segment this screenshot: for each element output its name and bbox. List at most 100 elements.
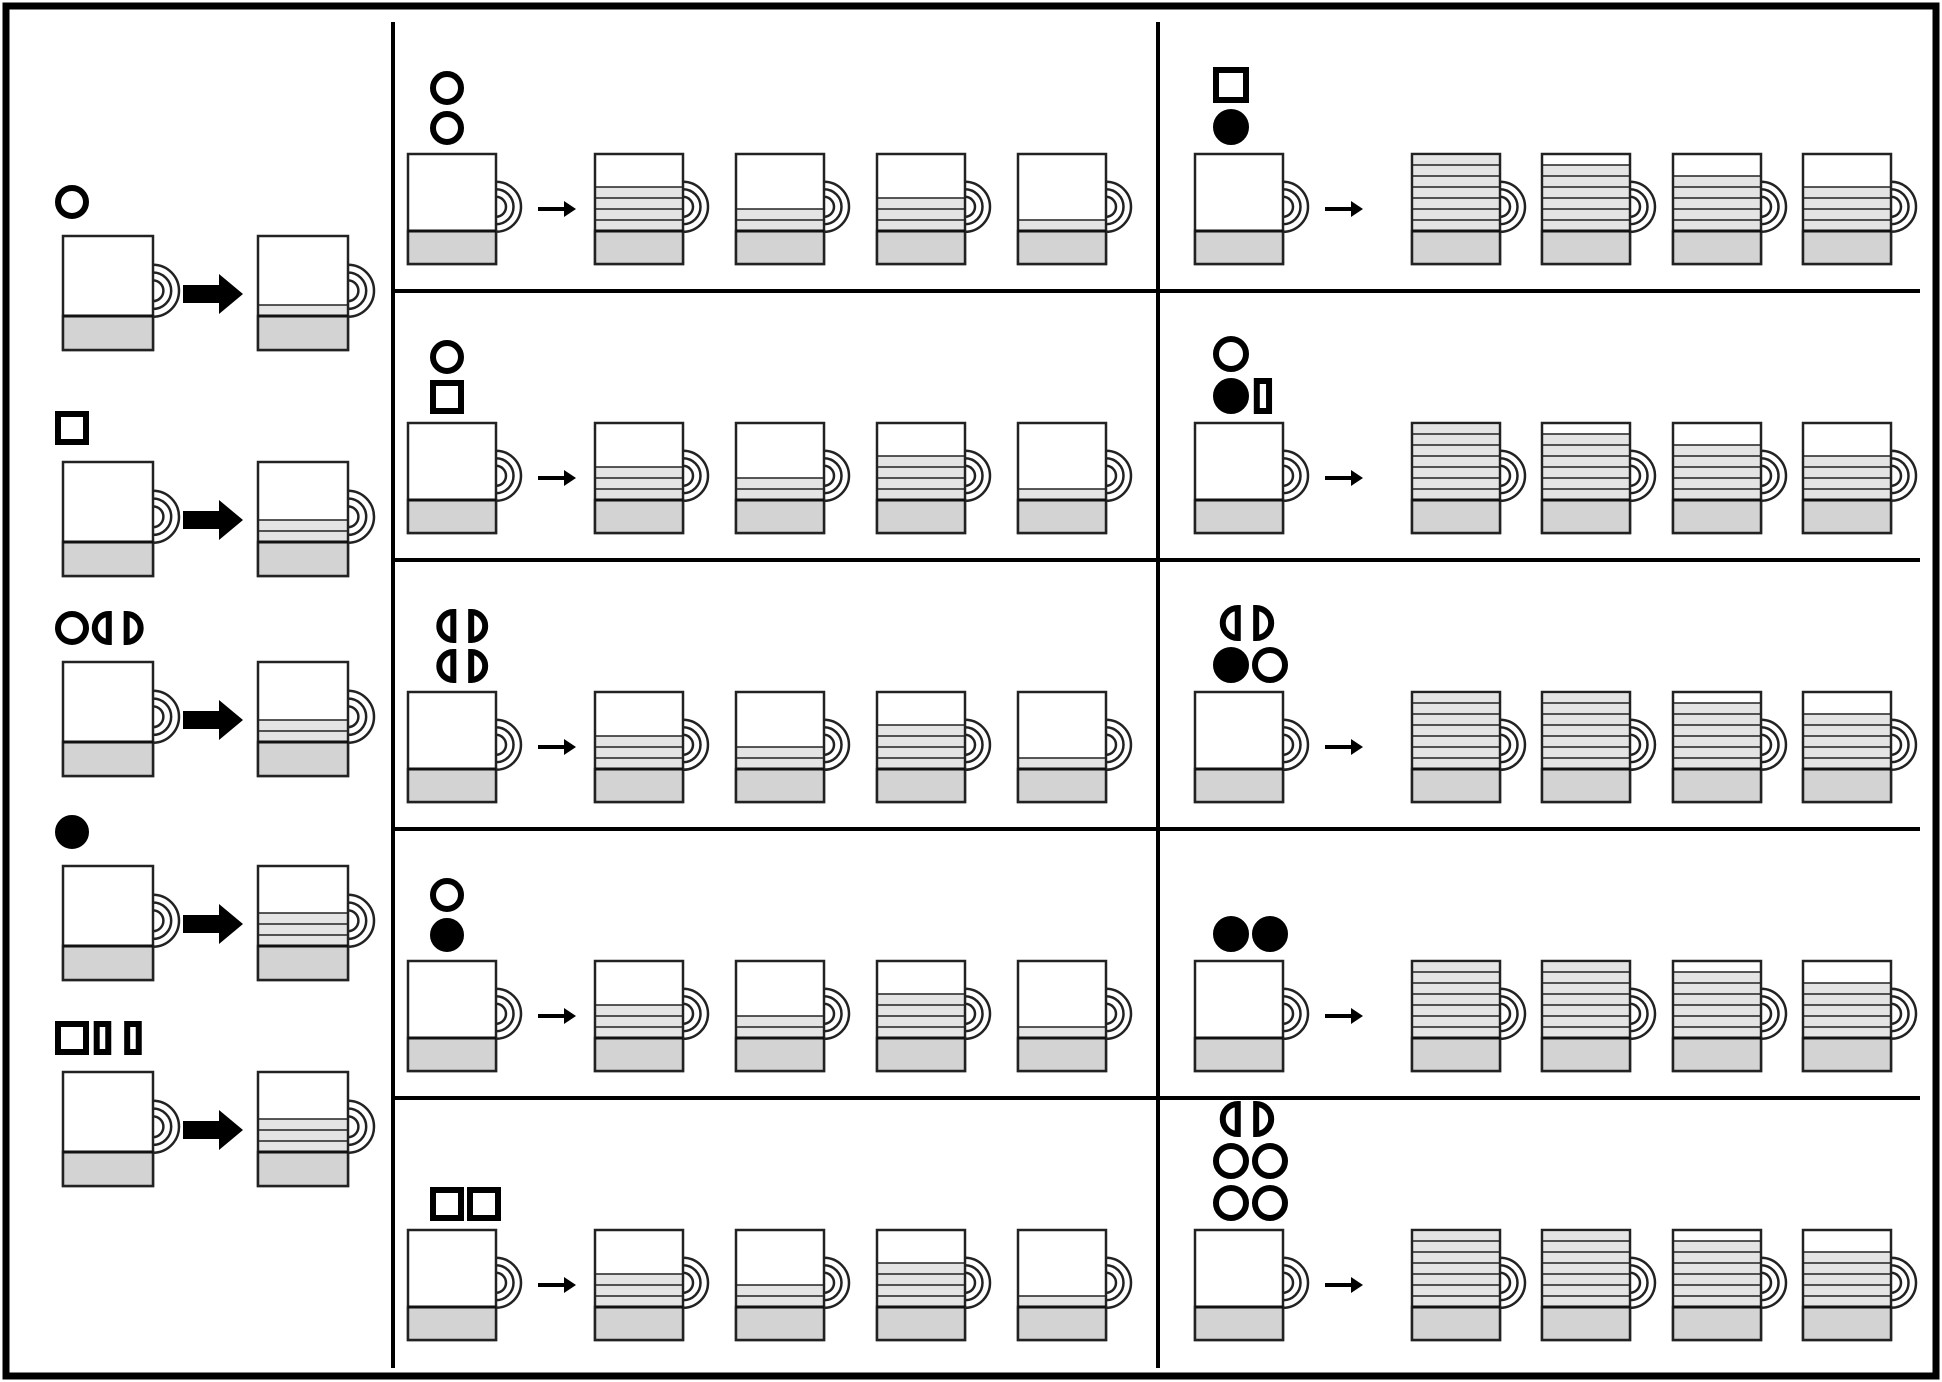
half-circle-left-token: [436, 608, 457, 644]
mug-handle-arc: [1499, 464, 1512, 488]
mug-handle-arc: [1629, 995, 1649, 1033]
mug-handle-arc: [347, 1099, 376, 1154]
answer-option-mug-2: [734, 690, 851, 804]
filled-circle-token: [1213, 109, 1249, 145]
example-arrow: [183, 500, 243, 540]
square-outline-token: [55, 411, 89, 445]
mug-base: [1540, 498, 1632, 535]
mug-handle-arc: [152, 1107, 173, 1147]
transform-arrow: [538, 1008, 576, 1024]
mug-base: [1801, 767, 1893, 804]
mug-handle-arc: [823, 1264, 843, 1302]
mug-handle-arc: [964, 1271, 977, 1295]
mug-handle-arc: [682, 1271, 695, 1295]
mug-handle-arc: [1890, 726, 1910, 764]
mug-handle-arc: [1629, 1002, 1642, 1026]
mug-handle-arc: [1499, 180, 1527, 234]
problem-empty-mug: [1193, 152, 1310, 266]
mug-handle-arc: [1499, 1002, 1512, 1026]
mug-handle-arc: [1890, 1264, 1910, 1302]
mug-base: [256, 944, 350, 982]
mug-handle-arc: [1760, 464, 1773, 488]
mug-base: [1193, 1305, 1285, 1342]
problem-empty-mug: [1193, 1228, 1310, 1342]
square-outline-token: [1213, 67, 1249, 103]
mug-base: [734, 229, 826, 266]
mug-fill: [878, 198, 964, 231]
mug-base: [1193, 498, 1285, 535]
mug-base: [593, 1305, 685, 1342]
answer-option-mug-3: [1671, 1228, 1788, 1342]
mug-handle-arc: [1105, 449, 1133, 503]
mug-base: [1410, 498, 1502, 535]
half-circle-left-token: [436, 648, 457, 684]
transform-arrow: [1325, 1008, 1363, 1024]
mug-handle-arc: [823, 733, 836, 757]
mug-base: [406, 767, 498, 804]
circle-outline-token: [430, 71, 464, 105]
mug-base: [256, 540, 350, 578]
mug-handle-arc: [1629, 188, 1649, 226]
mug-handle-arc: [495, 180, 523, 234]
mug-handle-arc: [1629, 1271, 1642, 1295]
problem-grid: [406, 67, 1918, 1342]
transform-arrow: [1325, 201, 1363, 217]
mug-handle-arc: [495, 995, 515, 1033]
mug-handle-arc: [1282, 733, 1295, 757]
mug-base: [1671, 767, 1763, 804]
mug-base: [406, 229, 498, 266]
mug-handle-arc: [347, 901, 368, 941]
mug-handle-arc: [964, 449, 992, 503]
circle-outline-token: [55, 185, 89, 219]
mug-handle-arc: [1105, 1271, 1118, 1295]
mug-fill: [596, 467, 682, 500]
mug-handle-arc: [1890, 1002, 1903, 1026]
token-stack: [55, 815, 89, 849]
mug-base: [875, 767, 967, 804]
mug-handle-arc: [823, 457, 843, 495]
mug-base: [593, 767, 685, 804]
mug-handle-arc: [1629, 1264, 1649, 1302]
mug-fill: [1019, 220, 1105, 231]
problem-c2-r4: [1193, 916, 1918, 1073]
mug-handle-arc: [152, 893, 181, 948]
mug-handle-arc: [823, 1271, 836, 1295]
mug-base: [1671, 1305, 1763, 1342]
filled-circle-token: [1213, 916, 1249, 952]
mug-fill: [1543, 694, 1629, 769]
circle-outline-token: [430, 111, 464, 145]
mug-fill: [1019, 758, 1105, 769]
transform-arrow: [1325, 1277, 1363, 1293]
mug-handle-arc: [495, 718, 523, 772]
square-outline-token: [467, 1187, 501, 1221]
half-circle-right-token: [1253, 1100, 1275, 1138]
legend-example-square-outline: [55, 411, 376, 578]
mug-handle-arc: [495, 733, 508, 757]
answer-option-mug-2: [734, 1228, 851, 1342]
mug-handle-arc: [1890, 1271, 1903, 1295]
answer-option-mug-1: [593, 152, 710, 266]
bar-outline-token: [124, 1021, 142, 1055]
example-result-mug: [256, 234, 376, 352]
mug-base: [1801, 1036, 1893, 1073]
mug-handle-arc: [682, 718, 710, 772]
mug-handle-arc: [347, 489, 376, 544]
mug-handle-arc: [682, 733, 695, 757]
token-stack: [436, 608, 489, 684]
example-arrow: [183, 904, 243, 944]
bar-outline-token: [1253, 378, 1273, 414]
answer-option-mug-2: [1540, 421, 1657, 535]
mug-handle-arc: [1499, 457, 1519, 495]
mug-handle-arc: [823, 449, 851, 503]
mug-base: [61, 740, 155, 778]
answer-option-mug-4: [1801, 152, 1918, 266]
mug-handle-arc: [1105, 1002, 1118, 1026]
filled-circle-token: [430, 918, 464, 952]
mug-base: [406, 498, 498, 535]
mug-base: [734, 1305, 826, 1342]
mug-base: [1016, 1036, 1108, 1073]
mug-handle-arc: [1760, 457, 1780, 495]
mug-handle-arc: [495, 1256, 523, 1310]
mug-handle-arc: [682, 1256, 710, 1310]
